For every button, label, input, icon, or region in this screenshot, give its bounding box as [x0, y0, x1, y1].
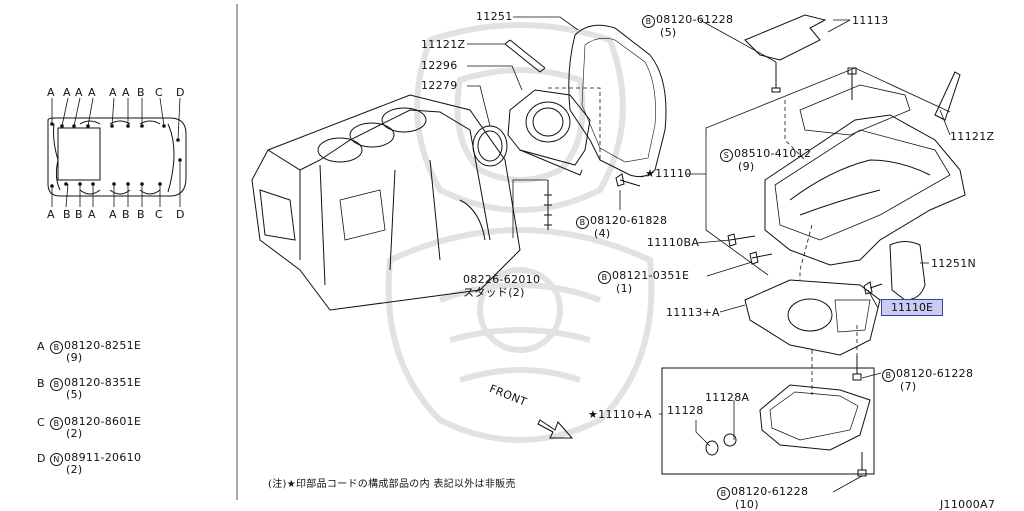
- rear-plate-gasket-drawing: [568, 24, 667, 178]
- legend-top-letter: C: [155, 86, 163, 99]
- legend-part-number: 08120-8601E: [64, 415, 142, 428]
- bolt-symbol-icon: B: [882, 369, 895, 382]
- baffle-plate-drawing: [744, 14, 911, 136]
- rear-seal-retainer-drawing: [472, 39, 591, 230]
- leader-lines: [467, 16, 951, 493]
- part-number: 08120-61228: [896, 367, 974, 380]
- legend-quantity: (2): [66, 463, 83, 476]
- legend-part-number: 08911-20610: [64, 451, 142, 464]
- lower-oil-pan-box: [661, 367, 875, 475]
- legend-top-letter: A: [63, 86, 71, 99]
- bolt-symbol-icon: B: [576, 216, 589, 229]
- part-number: 08120-61228: [656, 13, 734, 26]
- screw-symbol-icon: S: [720, 149, 733, 162]
- legend-quantity: (5): [66, 388, 83, 401]
- legend-bottom-letter: B: [75, 208, 83, 221]
- legend-bottom-letter: B: [63, 208, 71, 221]
- quantity: (4): [594, 227, 611, 240]
- bolt-symbol-icon: B: [598, 271, 611, 284]
- lower-oil-pan-drawing: [705, 384, 871, 456]
- legend-top-letter: D: [176, 86, 185, 99]
- legend-letter: B: [37, 377, 45, 390]
- quantity: (7): [900, 380, 917, 393]
- legend-letter: C: [37, 416, 45, 429]
- callout-11110ba[interactable]: 11110BA: [647, 236, 700, 249]
- callout-11121z-right[interactable]: 11121Z: [950, 130, 995, 143]
- callout-11251n[interactable]: 11251N: [931, 257, 977, 270]
- legend-bottom-letter: D: [176, 208, 185, 221]
- bolt-symbol-icon: B: [642, 15, 655, 28]
- quantity: (5): [660, 26, 677, 39]
- callout-11128a[interactable]: 11128A: [705, 391, 750, 404]
- part-number: 08226-62010: [463, 273, 541, 286]
- callout-11113a[interactable]: 11113+A: [666, 306, 720, 319]
- alignment-dashes: [548, 87, 858, 395]
- legend-bottom-letter: B: [137, 208, 145, 221]
- lower-pan-gasket-drawing: [744, 279, 881, 356]
- emblem-watermark-icon: [385, 22, 655, 443]
- quantity: (9): [738, 160, 755, 173]
- bolt-symbol-icon: B: [50, 341, 63, 354]
- callout-11251[interactable]: 11251: [476, 10, 513, 23]
- legend-quantity: (2): [66, 427, 83, 440]
- callout-11128[interactable]: 11128: [667, 404, 704, 417]
- part-name: スタッド(2): [463, 286, 525, 299]
- legend-part-number: 08120-8351E: [64, 376, 142, 389]
- legend-part-number: 08120-8251E: [64, 339, 142, 352]
- callout-12296[interactable]: 12296: [421, 59, 458, 72]
- callout-11110a[interactable]: ★11110+A: [588, 408, 652, 421]
- upper-oil-pan-drawing: [764, 71, 966, 266]
- legend-bottom-letter: C: [155, 208, 163, 221]
- legend-bottom-letter: A: [109, 208, 117, 221]
- bolt-drawings: [615, 62, 883, 477]
- bolt-symbol-icon: B: [50, 417, 63, 430]
- legend-top-letter: A: [109, 86, 117, 99]
- part-number: 08510-41012: [734, 147, 812, 160]
- legend-bottom-letter: A: [47, 208, 55, 221]
- nut-symbol-icon: N: [50, 453, 63, 466]
- front-arrow-icon: [537, 419, 574, 439]
- bolt-symbol-icon: B: [50, 378, 63, 391]
- legend-bottom-letter: A: [88, 208, 96, 221]
- legend-top-letter: A: [88, 86, 96, 99]
- legend-top-letter: A: [122, 86, 130, 99]
- bolt-symbol-icon: B: [717, 487, 730, 500]
- legend-top-letter: A: [75, 86, 83, 99]
- diagram-code: J11000A7: [940, 498, 996, 511]
- callout-11110[interactable]: ★11110: [645, 167, 692, 180]
- legend-top-letter: A: [47, 86, 55, 99]
- legend-letter: A: [37, 340, 45, 353]
- legend-top-letter: B: [137, 86, 145, 99]
- callout-12279[interactable]: 12279: [421, 79, 458, 92]
- quantity: (10): [735, 498, 759, 511]
- callout-11110e-highlighted[interactable]: 11110E: [881, 299, 943, 316]
- engine-block-drawing: [251, 94, 521, 311]
- callout-11113[interactable]: 11113: [852, 14, 889, 27]
- footnote: (注)★印部品コードの構成部品の内 表記以外は非販売: [268, 479, 516, 490]
- callout-11121z-top[interactable]: 11121Z: [421, 38, 466, 51]
- part-number: 08120-61828: [590, 214, 668, 227]
- legend-quantity: (9): [66, 351, 83, 364]
- bolt-location-schematic: [47, 97, 187, 208]
- legend-bottom-letter: B: [122, 208, 130, 221]
- part-number: 08121-0351E: [612, 269, 690, 282]
- part-number: 08120-61228: [731, 485, 809, 498]
- quantity: (1): [616, 282, 633, 295]
- legend-letter: D: [37, 452, 46, 465]
- cover-plate-drawing: [889, 241, 926, 301]
